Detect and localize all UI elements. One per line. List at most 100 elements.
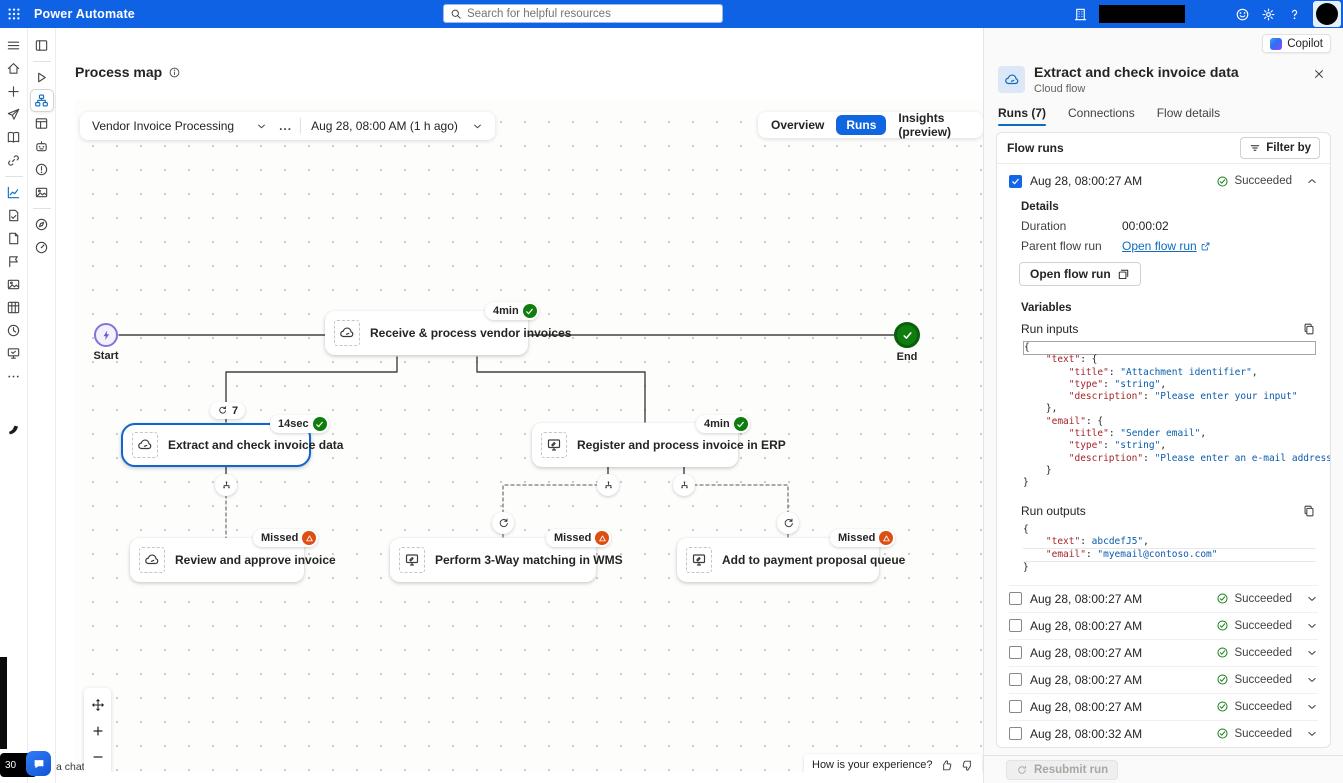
copilot-button[interactable]: Copilot — [1262, 34, 1331, 53]
help-icon[interactable] — [1281, 1, 1307, 27]
app-title: Power Automate — [34, 7, 135, 21]
chevron-down-icon[interactable] — [1306, 674, 1318, 686]
branch-icon[interactable] — [673, 474, 695, 496]
monitorcheck-icon[interactable] — [2, 342, 26, 365]
chevron-down-icon[interactable] — [1306, 593, 1318, 605]
info-icon[interactable] — [168, 66, 181, 79]
feedback-smiley-icon[interactable] — [1229, 1, 1255, 27]
top-bar: Power Automate — [0, 0, 1343, 28]
filter-by-button[interactable]: Filter by — [1240, 137, 1320, 159]
node-register-and-process-invoice-in-erp[interactable]: Register and process invoice in ERP — [532, 423, 786, 467]
global-search[interactable] — [443, 4, 723, 23]
chevron-down-icon[interactable] — [1306, 701, 1318, 713]
table2-icon[interactable] — [30, 112, 54, 135]
bot-icon[interactable] — [30, 135, 54, 158]
loop-icon[interactable] — [492, 512, 514, 534]
node-receive-process-vendor-invoices[interactable]: Receive & process vendor invoices — [325, 311, 571, 355]
copilot-icon — [1270, 37, 1283, 50]
chevron-down-icon[interactable] — [1306, 620, 1318, 632]
run-row-expanded[interactable]: Aug 28, 08:00:27 AM Succeeded — [1009, 166, 1318, 196]
grid-icon[interactable] — [2, 296, 26, 319]
clock-icon[interactable] — [2, 319, 26, 342]
plus-icon[interactable] — [2, 80, 26, 103]
send-icon[interactable] — [2, 103, 26, 126]
process-map-canvas[interactable]: Vendor Invoice Processing ... Aug 28, 08… — [75, 100, 983, 772]
run-checkbox-checked[interactable] — [1009, 174, 1022, 188]
run-outputs-code[interactable]: { "text": abcdefJ5", "email": "myemail@c… — [1023, 524, 1316, 575]
flyout-tab-connections[interactable]: Connections — [1068, 106, 1135, 120]
flyout-tab-runs-7-[interactable]: Runs (7) — [998, 106, 1046, 126]
flyout-footer: Resubmit run — [984, 755, 1343, 783]
thumb-down-icon[interactable] — [961, 759, 974, 772]
panel-icon[interactable] — [30, 34, 54, 57]
image-icon[interactable] — [30, 181, 54, 204]
chevron-down-icon[interactable] — [1306, 647, 1318, 659]
run-status: Succeeded — [1216, 727, 1292, 740]
date-select[interactable]: Aug 28, 08:00 AM (1 h ago) — [307, 119, 487, 133]
top-bar-right — [1067, 0, 1343, 28]
more-options-button[interactable]: ... — [279, 119, 293, 133]
chevron-up-icon[interactable] — [1306, 175, 1318, 187]
zoom-out-button[interactable] — [85, 744, 110, 770]
waffle-icon[interactable] — [0, 0, 28, 28]
pan-tool-button[interactable] — [85, 692, 110, 718]
settings-gear-icon[interactable] — [1255, 1, 1281, 27]
tab-insights-preview-[interactable]: Insights (preview) — [898, 111, 952, 139]
loop-icon[interactable] — [777, 512, 799, 534]
doc-icon[interactable] — [2, 227, 26, 250]
dots-icon[interactable] — [2, 365, 26, 388]
thumb-up-icon[interactable] — [940, 759, 953, 772]
procmap-icon[interactable] — [29, 89, 54, 112]
run-checkbox[interactable] — [1009, 673, 1022, 687]
copy-icon[interactable] — [1302, 504, 1316, 518]
parent-flow-run-label: Parent flow run — [1021, 239, 1102, 253]
flag-icon[interactable] — [2, 250, 26, 273]
compass-icon[interactable] — [30, 213, 54, 236]
close-icon[interactable] — [1309, 64, 1329, 84]
open-flow-run-button[interactable]: Open flow run — [1019, 262, 1141, 286]
flyout-tab-flow-details[interactable]: Flow details — [1156, 106, 1221, 120]
home-icon[interactable] — [2, 57, 26, 80]
node-extract-and-check-invoice-data[interactable]: Extract and check invoice data — [121, 423, 343, 467]
start-node[interactable] — [94, 323, 118, 347]
process-select[interactable]: Vendor Invoice Processing — [88, 119, 271, 133]
copy-icon[interactable] — [1302, 322, 1316, 336]
play-icon[interactable] — [30, 66, 54, 89]
fit-view-button[interactable] — [85, 770, 110, 772]
gauge-icon[interactable] — [30, 236, 54, 259]
alert-icon[interactable] — [30, 158, 54, 181]
tab-overview[interactable]: Overview — [771, 118, 825, 132]
end-node[interactable] — [894, 322, 920, 348]
chevron-down-icon[interactable] — [1306, 728, 1318, 740]
search-input[interactable] — [467, 7, 716, 20]
tab-runs[interactable]: Runs — [836, 115, 887, 135]
run-checkbox[interactable] — [1009, 592, 1022, 606]
run-checkbox[interactable] — [1009, 700, 1022, 714]
open-flow-run-link[interactable]: Open flow run — [1122, 239, 1211, 253]
doccheck-icon[interactable] — [2, 204, 26, 227]
branch-icon[interactable] — [215, 474, 237, 496]
run-checkbox[interactable] — [1009, 646, 1022, 660]
environment-icon[interactable] — [1067, 1, 1093, 27]
resubmit-run-button[interactable]: Resubmit run — [1006, 759, 1119, 780]
flyout-tabs: Runs (7) Connections Flow details — [998, 106, 1220, 126]
image-icon[interactable] — [2, 273, 26, 296]
run-checkbox[interactable] — [1009, 619, 1022, 633]
zoom-in-button[interactable] — [85, 718, 110, 744]
run-inputs-code[interactable]: { "text": { "title": "Attachment identif… — [1023, 341, 1330, 490]
chart-icon[interactable] — [2, 181, 26, 204]
run-checkbox[interactable] — [1009, 727, 1022, 741]
darktool-icon[interactable] — [2, 418, 26, 441]
account-button[interactable] — [1313, 1, 1341, 27]
hamburger-icon[interactable] — [2, 34, 26, 57]
chatbot-icon[interactable] — [26, 751, 51, 776]
link-icon[interactable] — [2, 149, 26, 172]
branch-icon[interactable] — [597, 474, 619, 496]
book-icon[interactable] — [2, 126, 26, 149]
